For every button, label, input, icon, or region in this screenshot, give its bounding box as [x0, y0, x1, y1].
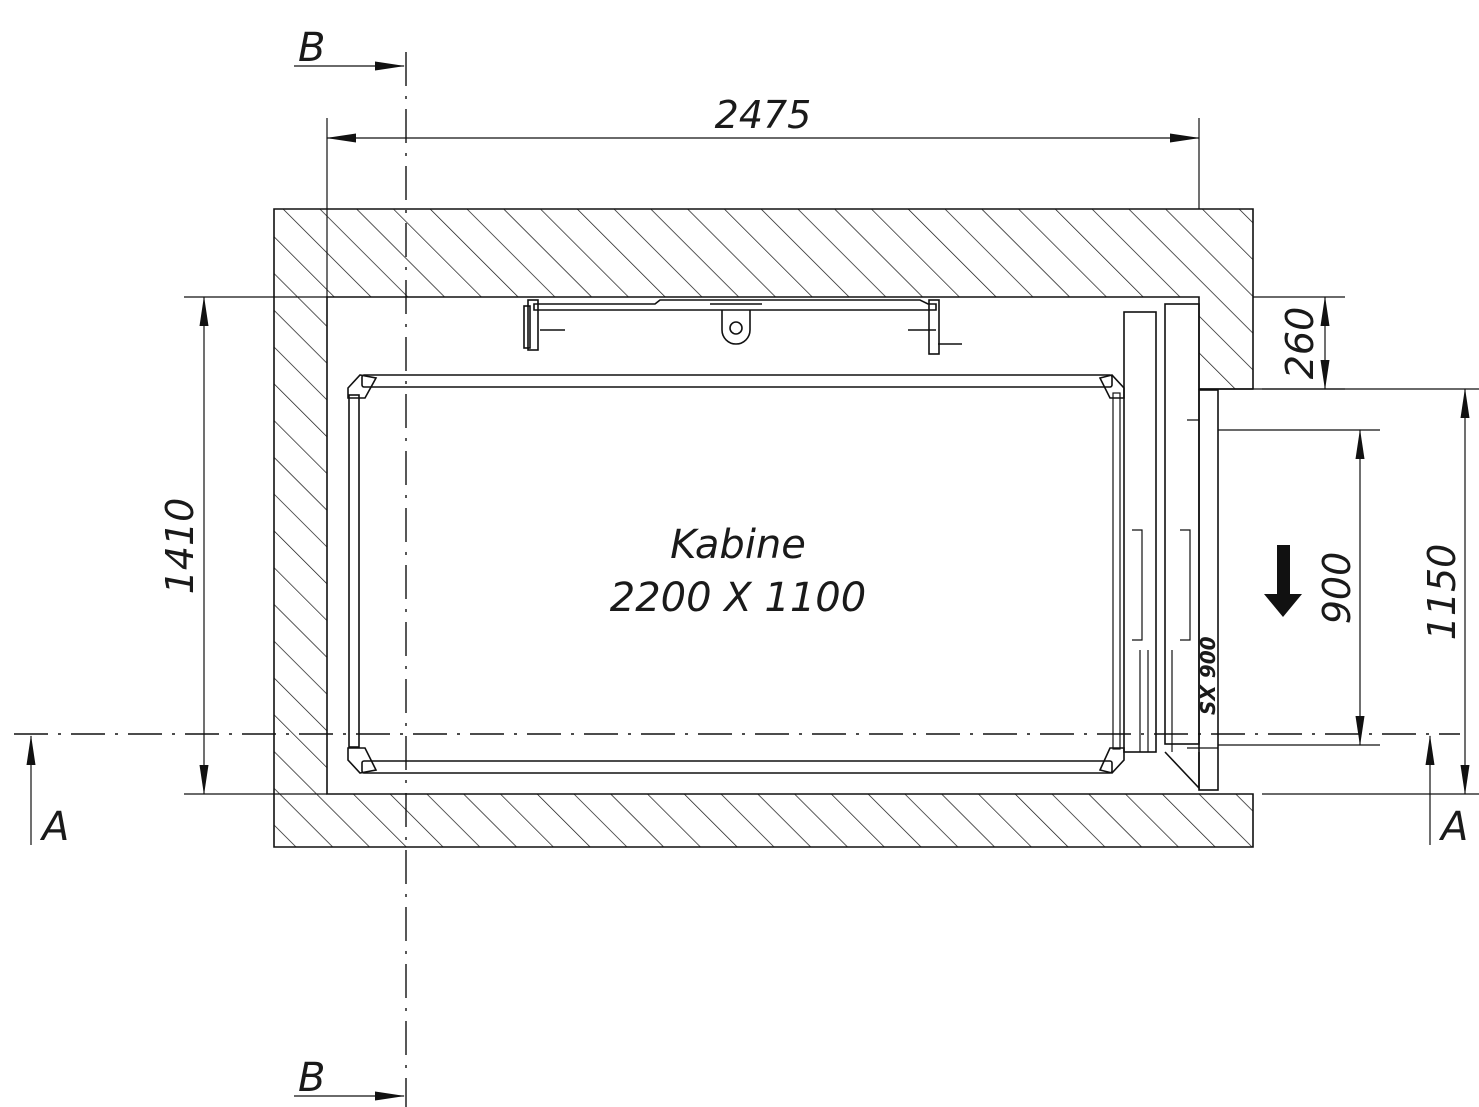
dimension-1410-label: 1410 [158, 498, 202, 595]
cabin: Kabine 2200 X 1100 [347, 299, 1125, 774]
dimension-shaft-width: 2475 [326, 93, 1200, 297]
section-marker-b-bottom: B [294, 1055, 405, 1101]
dimension-900-label: 900 [1315, 552, 1359, 625]
dimension-shaft-depth: 1410 [158, 296, 327, 795]
section-marker-b-top: B [294, 25, 405, 71]
axis-lines [14, 52, 1460, 1107]
section-marker-a-left: A [26, 735, 69, 850]
section-b-bottom-label: B [298, 1055, 325, 1101]
opening-direction-arrow-icon [1264, 545, 1302, 617]
dimension-door-opening: 900 [1218, 429, 1380, 746]
section-a-right-label: A [1438, 804, 1468, 850]
section-marker-a-right: A [1425, 735, 1468, 850]
section-b-top-label: B [298, 25, 325, 71]
dimension-wall-offset: 260 [1253, 296, 1345, 390]
dimension-260-label: 260 [1278, 307, 1322, 380]
door-assembly: SX 900 [1123, 303, 1302, 791]
cabin-size-label: 2200 X 1100 [610, 575, 866, 621]
cabin-label: Kabine [670, 522, 806, 568]
dimension-2475-label: 2475 [715, 93, 812, 137]
hatch-mask-right-opening [1200, 390, 1252, 793]
dimension-door-wall: 1150 [1262, 388, 1479, 795]
dimension-1150-label: 1150 [1420, 544, 1464, 641]
section-a-left-label: A [39, 804, 69, 850]
door-type-label: SX 900 [1196, 636, 1220, 715]
